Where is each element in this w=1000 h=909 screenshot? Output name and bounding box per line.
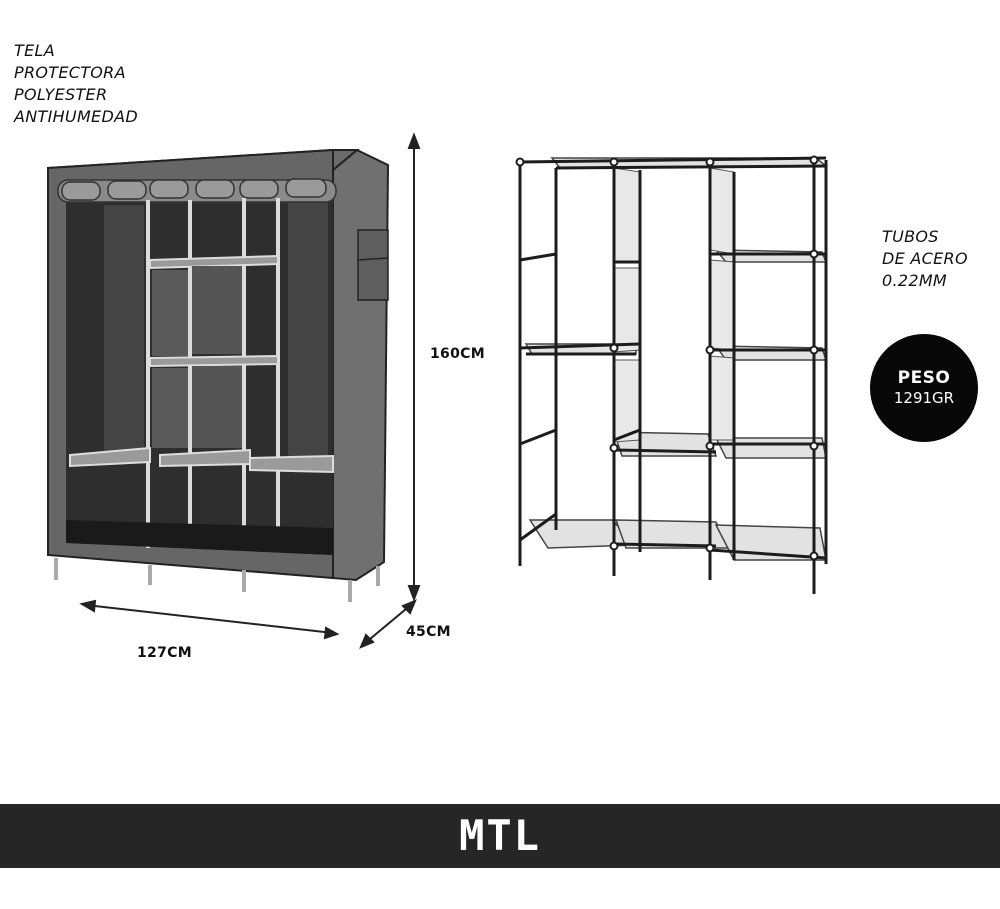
weight-title: PESO [897, 368, 951, 388]
covered-wardrobe-drawing [47, 148, 390, 602]
depth-dimension-label: 45CM [406, 624, 451, 640]
weight-badge: PESO 1291GR [870, 334, 978, 442]
width-dimension-label: 127CM [137, 645, 192, 661]
fabric-label-line4: ANTIHUMEDAD [14, 107, 138, 126]
fabric-label-line2: PROTECTORA [14, 63, 126, 82]
weight-value: 1291GR [893, 389, 955, 407]
fabric-label-line3: POLYESTER [14, 85, 108, 104]
fabric-description: TELA PROTECTORA POLYESTER ANTIHUMEDAD [14, 40, 138, 128]
fabric-label-line1: TELA [14, 41, 55, 60]
height-dimension-label: 160CM [430, 346, 485, 362]
brand-logo: MTL [459, 811, 541, 860]
dimension-arrows [79, 132, 421, 649]
tube-label-line1: TUBOS [882, 227, 939, 246]
tube-label-line2: DE ACERO [882, 249, 968, 268]
steel-tube-description: TUBOS DE ACERO 0.22MM [882, 226, 968, 292]
steel-frame-drawing [515, 155, 829, 594]
tube-label-line3: 0.22MM [882, 271, 948, 290]
brand-footer: MTL [0, 804, 1000, 868]
